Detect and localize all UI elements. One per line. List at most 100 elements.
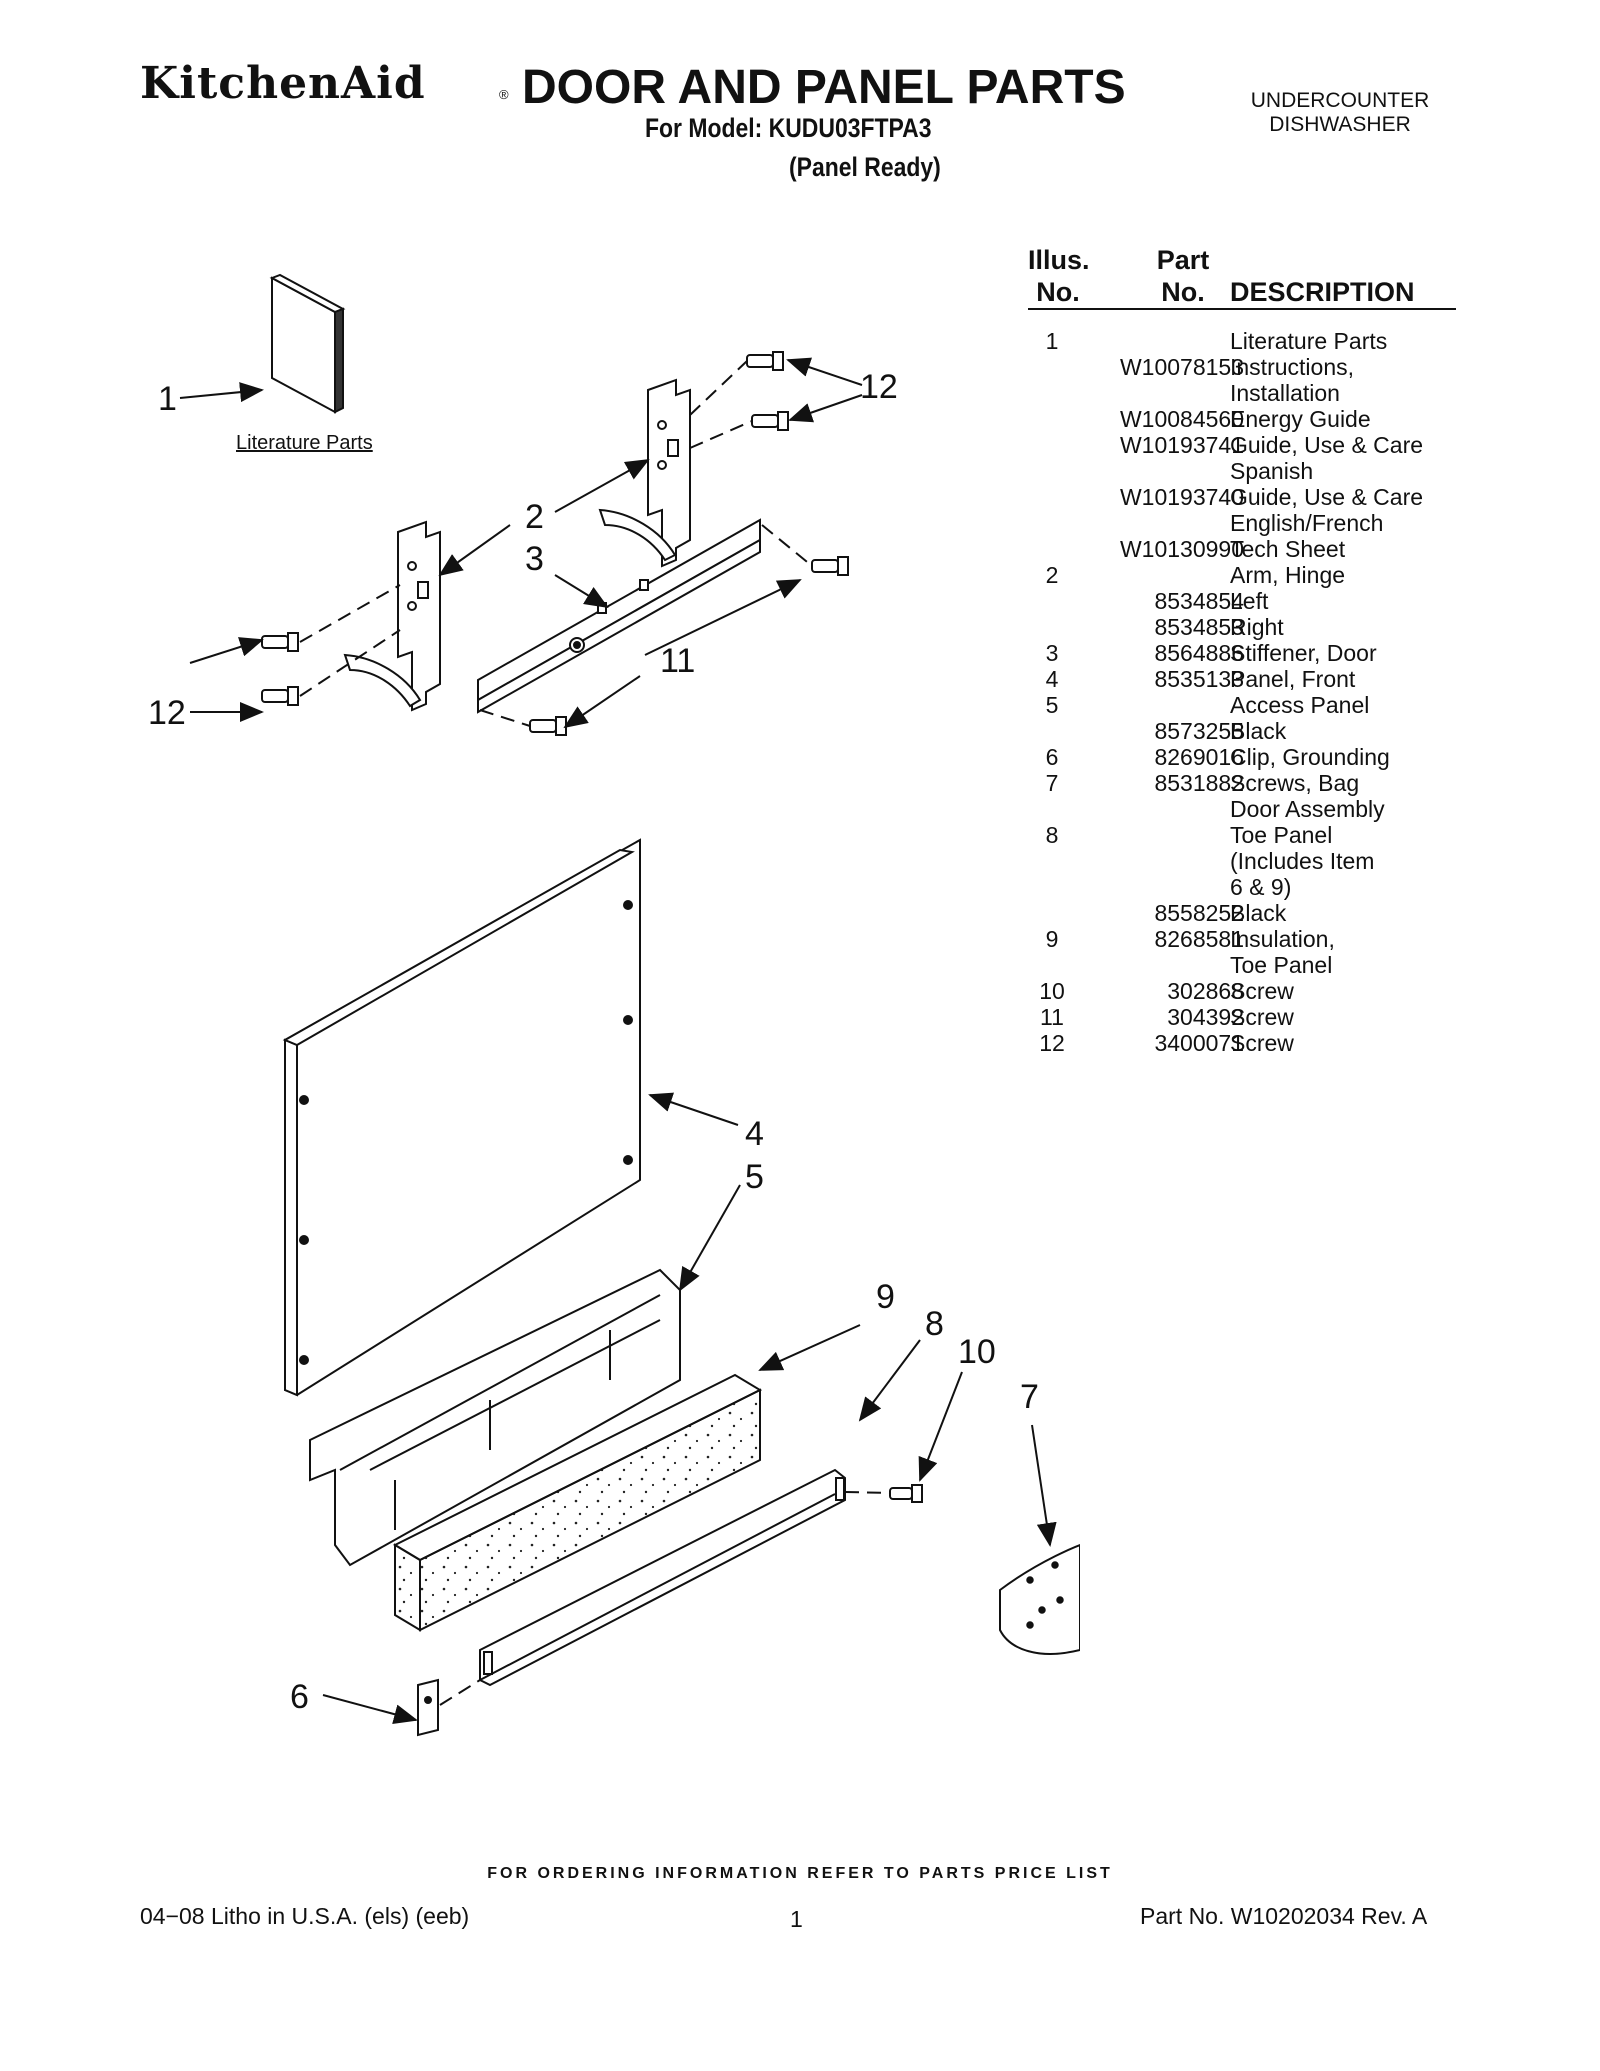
- product-type-line1: UNDERCOUNTER: [1250, 89, 1430, 112]
- row-description: Arm, Hinge: [1230, 562, 1346, 588]
- screw-10: [889, 1484, 923, 1503]
- row-part-no: W10084560: [1119, 406, 1244, 432]
- model-number: For Model: KUDU03FTPA3: [645, 113, 932, 143]
- row-part-no: 8573255: [1154, 718, 1244, 744]
- row-description: Instructions,: [1230, 354, 1354, 380]
- literature-booklet: [269, 273, 346, 414]
- table-row: English/French: [1028, 510, 1468, 536]
- parts-table-header: Illus. No. Part No. DESCRIPTION: [1028, 244, 1456, 310]
- row-description: Guide, Use & Care: [1230, 484, 1424, 510]
- row-part-no: 8558252: [1154, 900, 1244, 926]
- row-part-no: 8534854: [1154, 588, 1244, 614]
- row-description: Right: [1230, 614, 1284, 640]
- row-illus-no: 3: [1045, 640, 1059, 666]
- door-stiffener: [477, 518, 761, 714]
- row-part-no: W10193740: [1119, 484, 1244, 510]
- row-part-no: W10078153: [1119, 354, 1244, 380]
- ordering-note: FOR ORDERING INFORMATION REFER TO PARTS …: [487, 1865, 1113, 1882]
- row-part-no: 302868: [1167, 978, 1244, 1004]
- row-illus-no: 1: [1045, 328, 1059, 354]
- brand-logo: KitchenAid: [140, 58, 426, 109]
- table-row: 6 & 9): [1028, 874, 1468, 900]
- row-description: Screws, Bag: [1230, 770, 1360, 796]
- table-row: 5 Access Panel: [1028, 692, 1468, 718]
- callout-5: 5: [745, 1158, 764, 1196]
- registered-mark: ®: [499, 87, 509, 102]
- access-panel: [309, 1268, 681, 1567]
- table-row: Installation: [1028, 380, 1468, 406]
- row-part-no: 8564886: [1154, 640, 1244, 666]
- row-description: Tech Sheet: [1230, 536, 1346, 562]
- row-description: Panel, Front: [1230, 666, 1356, 692]
- row-description: (Includes Item: [1230, 848, 1375, 874]
- row-part-no: 8531882: [1154, 770, 1244, 796]
- row-description: Black: [1230, 718, 1287, 744]
- hinge-arm-left: [343, 520, 441, 712]
- callout-9: 9: [876, 1278, 895, 1316]
- product-type-line2: DISHWASHER: [1269, 113, 1411, 136]
- callout-7: 7: [1020, 1378, 1039, 1416]
- row-description: Left: [1230, 588, 1269, 614]
- hinge-arm-right: [598, 378, 691, 568]
- table-row: (Includes Item: [1028, 848, 1468, 874]
- page-title: DOOR AND PANEL PARTS: [522, 61, 1126, 114]
- row-part-no: W10193741: [1119, 432, 1244, 458]
- row-description: Toe Panel: [1230, 952, 1333, 978]
- document-part-number: Part No. W10202034 Rev. A: [1140, 1903, 1428, 1929]
- callout-6: 6: [290, 1678, 309, 1716]
- litho-info: 04−08 Litho in U.S.A. (els) (eeb): [140, 1903, 470, 1929]
- row-part-no: 304392: [1167, 1004, 1244, 1030]
- callout-3: 3: [525, 540, 544, 578]
- page-number: 1: [790, 1906, 803, 1932]
- row-part-no: 8269016: [1154, 744, 1244, 770]
- row-illus-no: 7: [1045, 770, 1059, 796]
- callout-leaders: [179, 357, 1057, 1724]
- row-description: Door Assembly: [1230, 796, 1385, 822]
- callout-8: 8: [925, 1305, 944, 1343]
- callout-2: 2: [525, 498, 544, 536]
- row-description: Screw: [1230, 1004, 1294, 1030]
- row-description: Access Panel: [1230, 692, 1370, 718]
- screw-11: [529, 556, 849, 736]
- row-illus-no: 2: [1045, 562, 1059, 588]
- callout-4: 4: [745, 1115, 764, 1153]
- toe-panel-insulation: [392, 1373, 763, 1632]
- row-illus-no: 9: [1045, 926, 1059, 952]
- front-panel: [282, 838, 641, 1397]
- col-illus-header: Illus. No.: [1028, 244, 1090, 308]
- grounding-clip: [417, 1678, 439, 1737]
- row-illus-no: 4: [1045, 666, 1059, 692]
- assembly-guides: [299, 360, 891, 1706]
- table-row: Toe Panel: [1028, 952, 1468, 978]
- exploded-parts-diagram: Literature Parts: [148, 273, 1080, 1737]
- table-row: Door Assembly: [1028, 796, 1468, 822]
- col-description-header: DESCRIPTION: [1230, 277, 1415, 307]
- row-illus-no: 11: [1040, 1004, 1064, 1030]
- row-illus-no: 5: [1045, 692, 1059, 718]
- table-row: Spanish: [1028, 458, 1468, 484]
- row-description: Screw: [1230, 978, 1294, 1004]
- row-description: Insulation,: [1230, 926, 1335, 952]
- callout-11: 11: [660, 642, 695, 680]
- row-description: Energy Guide: [1230, 406, 1371, 432]
- row-description: 6 & 9): [1230, 874, 1292, 900]
- row-part-no: 8534853: [1154, 614, 1244, 640]
- screw-12-lower: [261, 632, 299, 706]
- callout-1: 1: [158, 380, 177, 418]
- col-illus-line2: No.: [1036, 277, 1080, 307]
- row-description: Black: [1230, 900, 1287, 926]
- row-description: Literature Parts: [1230, 328, 1388, 354]
